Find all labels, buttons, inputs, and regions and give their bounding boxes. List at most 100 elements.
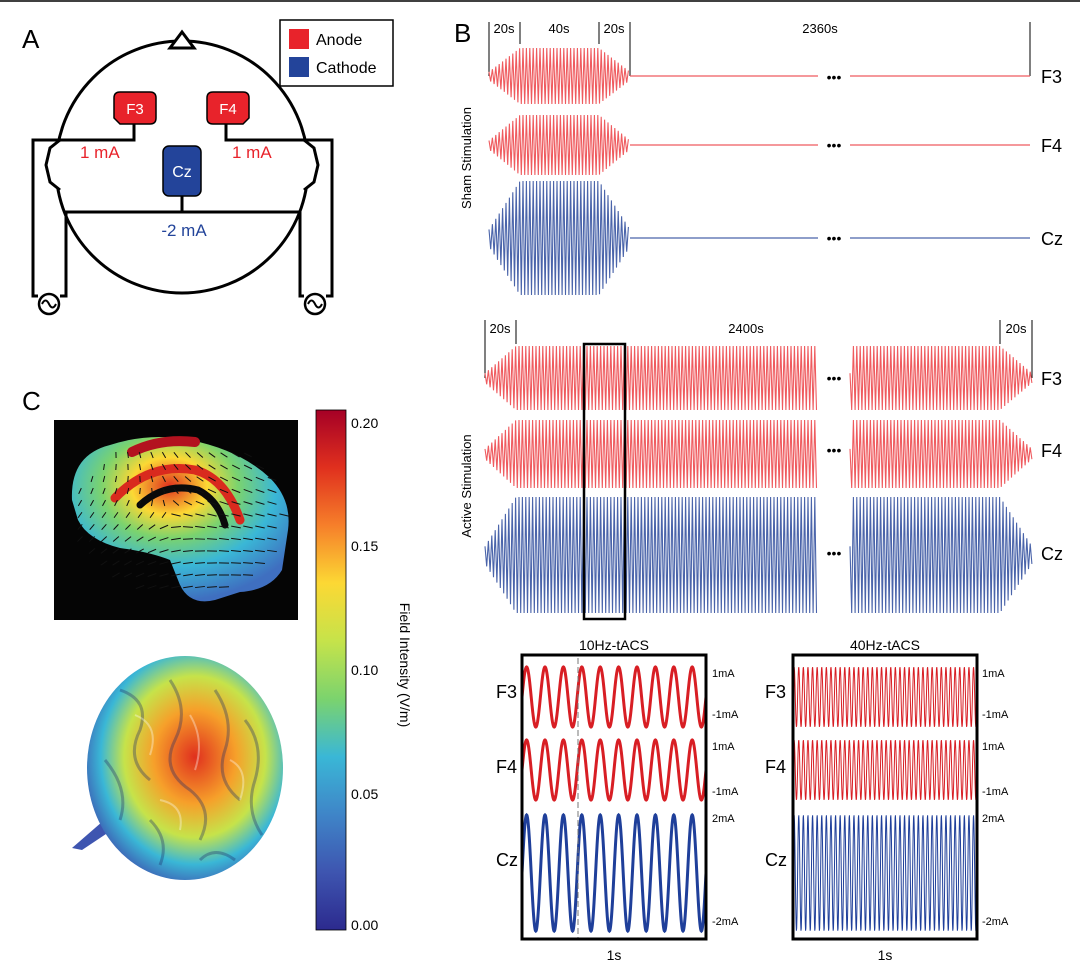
active-waveform-f4	[485, 420, 1032, 488]
inset-40hz-row0-channel: F3	[765, 682, 786, 702]
electrode-f4-label: F4	[219, 101, 237, 118]
inset-10hz-time-label: 1s	[607, 947, 622, 963]
sham-duration-ramp-down: 20s	[604, 21, 625, 36]
colorbar-tick-000: 0.00	[351, 917, 378, 933]
field-vector	[140, 488, 141, 494]
active-wave-cz-a	[485, 497, 817, 613]
sham-wave-cz	[489, 181, 628, 295]
active-waveform-f3	[485, 346, 1032, 410]
active-ellipsis-cz: •••	[827, 545, 842, 561]
colorbar-label: Field Intensity (V/m)	[397, 603, 413, 727]
current-f4: 1 mA	[232, 143, 272, 162]
electrode-f3-label: F3	[126, 101, 144, 118]
electrode-cz-label: Cz	[172, 164, 192, 181]
active-wave-f4-b	[850, 420, 1032, 488]
current-cz: -2 mA	[161, 221, 207, 240]
active-waveform-cz	[485, 497, 1032, 613]
active-ellipsis-f4: •••	[827, 442, 842, 458]
active-block: Active Stimulation 20s 2400s 20s ••• •••…	[459, 320, 1063, 619]
inset-40hz-wave-f4	[793, 740, 977, 800]
inset-10hz-row2-min: -2mA	[712, 916, 739, 928]
left-ear	[46, 140, 60, 190]
inset-40hz-waves	[793, 667, 977, 931]
inset-10hz-wave-f4	[522, 740, 706, 800]
colorbar-tick-005: 0.05	[351, 786, 378, 802]
brain-3d-surface	[72, 656, 283, 880]
active-wave-f4-a	[485, 420, 817, 488]
inset-40hz-row1-min: -1mA	[982, 786, 1009, 798]
active-duration-ramp-up: 20s	[490, 321, 511, 336]
sham-channel-f4: F4	[1041, 136, 1062, 156]
inset-40hz-row0-min: -1mA	[982, 709, 1009, 721]
legend-anode-swatch	[289, 29, 309, 49]
panel-c: C 0.20 0.15 0.10 0.05 0.00 Field Intensi…	[22, 386, 413, 933]
field-vector	[231, 563, 241, 564]
ac-source-left	[39, 294, 59, 314]
sham-wave-f4	[489, 115, 628, 175]
right-ear	[304, 140, 318, 190]
active-duration-stim: 2400s	[728, 321, 764, 336]
legend-cathode-label: Cathode	[316, 60, 377, 77]
sham-waveform-f3	[489, 48, 1030, 104]
inset-40hz-title: 40Hz-tACS	[850, 637, 920, 653]
current-f3: 1 mA	[80, 143, 120, 162]
inset-10hz: 10Hz-tACS F3 F4 Cz 1mA -1mA 1mA -1mA 2mA…	[496, 637, 739, 963]
colorbar-tick-010: 0.10	[351, 662, 378, 678]
sham-ellipsis-f3: •••	[827, 69, 842, 85]
field-vector	[152, 488, 153, 494]
sham-block: Sham Stimulation 20s 40s 20s 2360s ••• •…	[459, 21, 1063, 295]
inset-10hz-row1-channel: F4	[496, 757, 517, 777]
inset-10hz-row1-min: -1mA	[712, 786, 739, 798]
active-ellipsis-f3: •••	[827, 370, 842, 386]
panel-a: A F3 F4 Cz 1 mA 1 mA -2 mA	[22, 20, 393, 314]
ac-source-right	[305, 294, 325, 314]
active-channel-cz: Cz	[1041, 544, 1063, 564]
active-title: Active Stimulation	[459, 434, 474, 537]
inset-40hz: 40Hz-tACS F3 F4 Cz 1mA -1mA 1mA -1mA 2mA…	[765, 637, 1009, 963]
inset-40hz-wave-cz	[793, 815, 977, 930]
sham-title: Sham Stimulation	[459, 107, 474, 209]
sham-duration-off: 2360s	[802, 21, 838, 36]
panel-b: B Sham Stimulation 20s 40s 20s 2360s •••…	[454, 18, 1063, 963]
active-wave-f3-a	[485, 346, 817, 410]
panel-b-letter: B	[454, 18, 471, 48]
sham-channel-cz: Cz	[1041, 229, 1063, 249]
inset-10hz-row0-channel: F3	[496, 682, 517, 702]
inset-10hz-row0-min: -1mA	[712, 709, 739, 721]
colorbar-tick-020: 0.20	[351, 415, 378, 431]
inset-40hz-wave-f3	[793, 667, 977, 727]
field-vector	[183, 527, 193, 528]
inset-10hz-wave-cz	[522, 815, 706, 931]
inset-10hz-wave-f3	[522, 667, 706, 727]
active-channel-f3: F3	[1041, 369, 1062, 389]
inset-40hz-row2-min: -2mA	[982, 916, 1009, 928]
sham-ellipsis-f4: •••	[827, 137, 842, 153]
inset-40hz-row2-channel: Cz	[765, 850, 787, 870]
inset-40hz-row0-max: 1mA	[982, 668, 1005, 680]
inset-40hz-row1-channel: F4	[765, 757, 786, 777]
field-vector	[195, 563, 205, 564]
inset-10hz-waves	[522, 667, 706, 931]
active-wave-cz-b	[850, 497, 1032, 613]
sham-ellipsis-cz: •••	[827, 230, 842, 246]
inset-10hz-title: 10Hz-tACS	[579, 637, 649, 653]
sham-waveform-cz	[489, 181, 1030, 295]
inset-10hz-row2-max: 2mA	[712, 813, 735, 825]
active-wave-f3-b	[850, 346, 1032, 410]
sham-duration-ramp-up: 20s	[494, 21, 515, 36]
sham-channel-f3: F3	[1041, 67, 1062, 87]
panel-a-letter: A	[22, 24, 40, 54]
legend-anode-label: Anode	[316, 32, 362, 49]
active-duration-ramp-down: 20s	[1006, 321, 1027, 336]
sham-wave-f3	[489, 48, 628, 104]
field-vector	[219, 551, 229, 552]
active-channel-f4: F4	[1041, 441, 1062, 461]
inset-10hz-row0-max: 1mA	[712, 668, 735, 680]
panel-c-letter: C	[22, 386, 41, 416]
colorbar-tick-015: 0.15	[351, 538, 378, 554]
inset-40hz-time-label: 1s	[878, 947, 893, 963]
inset-40hz-row1-max: 1mA	[982, 741, 1005, 753]
colorbar-gradient	[316, 410, 346, 930]
sham-duration-plateau: 40s	[549, 21, 570, 36]
